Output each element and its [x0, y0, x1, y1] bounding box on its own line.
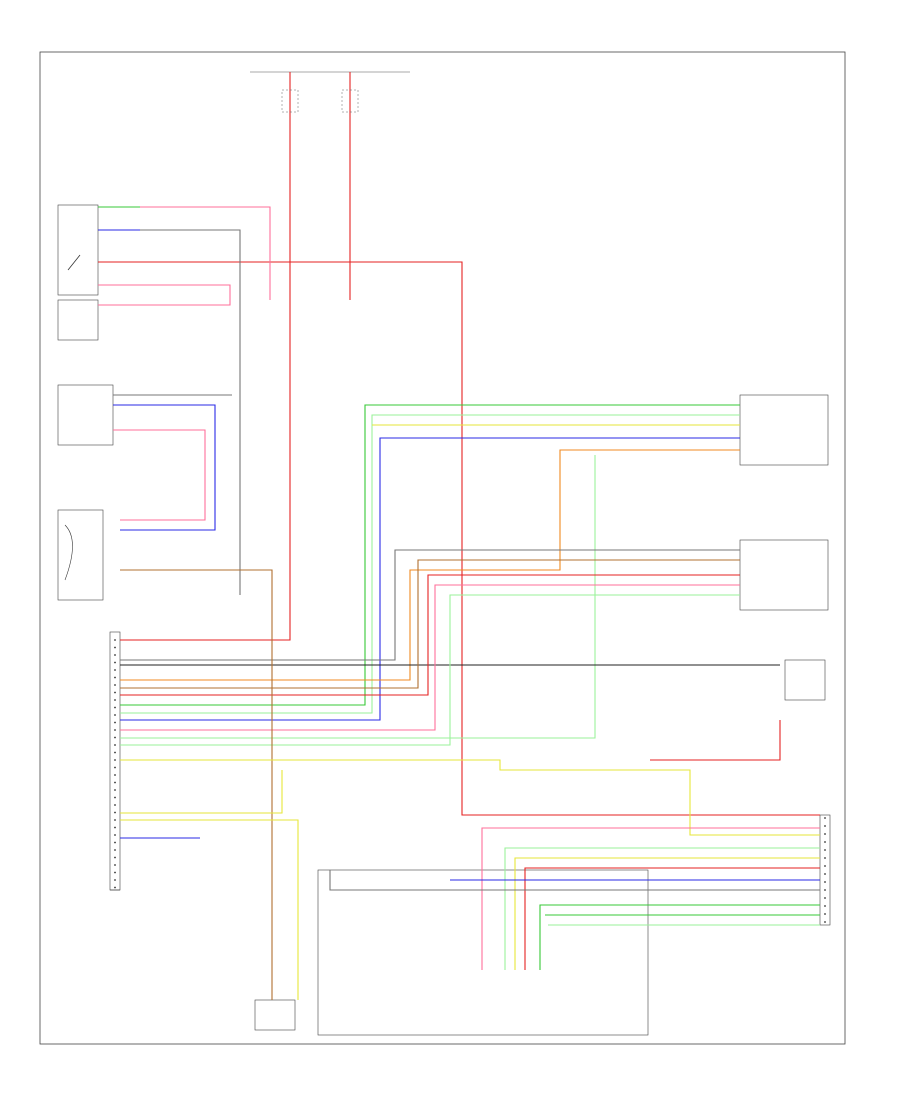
connector-pin-15	[114, 751, 116, 754]
connector-pin-32	[114, 879, 116, 881]
wire-31	[524, 867, 820, 970]
wire-23	[120, 569, 273, 1000]
diagram-frame	[39, 51, 846, 1045]
connector-pin-28	[114, 849, 116, 851]
connector-pin-6	[114, 684, 116, 686]
wire-27	[650, 720, 781, 761]
connector-pin-4	[114, 669, 116, 671]
connector-pin-3	[114, 661, 116, 664]
component-right-mid	[739, 539, 829, 611]
connector-pin-0	[114, 639, 116, 641]
connector-pin-21	[114, 796, 116, 799]
right-pin-13	[824, 921, 826, 923]
wire-20	[120, 574, 740, 696]
wire-28	[481, 827, 820, 970]
component-right-top	[739, 394, 829, 466]
wire-12	[120, 414, 740, 714]
component-right-sensor	[784, 659, 826, 701]
right-pin-0	[824, 817, 826, 819]
connector-pin-1	[114, 646, 116, 649]
wire-34	[329, 870, 820, 891]
wire-26	[120, 770, 283, 814]
wire-group	[98, 135, 820, 1000]
wire-15	[120, 449, 740, 681]
connector-pin-17	[114, 766, 116, 769]
connector-pin-30	[114, 864, 116, 866]
connector-pin-16	[114, 759, 116, 761]
connector-pin-2	[114, 654, 116, 656]
connector-pin-14	[114, 744, 116, 746]
connector-pin-8	[114, 699, 116, 701]
wire-21	[120, 584, 740, 731]
wire-14	[120, 437, 740, 721]
wire-8	[113, 404, 216, 531]
connector-pin-22	[114, 804, 116, 806]
connector-pin-7	[114, 691, 116, 694]
wire-30	[514, 857, 820, 970]
wire-19	[120, 559, 740, 689]
connector-right-lower	[819, 814, 831, 926]
wire-0	[120, 135, 291, 641]
connector-pin-25	[114, 826, 116, 829]
fuse-block	[250, 71, 410, 135]
right-pin-3	[824, 841, 826, 843]
right-pin-9	[824, 889, 826, 891]
relay-mid-left	[57, 384, 114, 446]
connector-pin-19	[114, 781, 116, 784]
connector-pin-9	[114, 706, 116, 709]
switch-lower-left	[57, 509, 104, 601]
wire-9	[113, 429, 206, 521]
connector-pin-20	[114, 789, 116, 791]
right-pin-5	[824, 857, 826, 859]
wire-3	[98, 206, 271, 300]
right-pin-4	[824, 849, 826, 851]
wire-11	[120, 404, 740, 706]
connector-pin-5	[114, 676, 116, 679]
right-pin-11	[824, 905, 826, 907]
wire-5	[98, 229, 241, 595]
right-pin-2	[824, 833, 826, 835]
wire-4	[98, 284, 231, 306]
connector-pin-27	[114, 841, 116, 844]
bottom-module	[254, 869, 649, 1036]
main-connector	[109, 631, 121, 891]
connector-pin-24	[114, 819, 116, 821]
connector-pin-29	[114, 856, 116, 859]
right-pin-10	[824, 897, 826, 899]
right-pin-8	[824, 881, 826, 883]
right-pin-7	[824, 873, 826, 875]
wire-24	[120, 759, 820, 836]
wire-29	[504, 847, 820, 970]
connector-pin-23	[114, 811, 116, 814]
connector-pin-11	[114, 721, 116, 724]
wire-35	[539, 904, 820, 970]
wire-25	[120, 819, 299, 1000]
wire-2	[98, 261, 820, 816]
connector-pin-12	[114, 729, 116, 731]
connector-pin-31	[114, 871, 116, 874]
wire-22	[120, 594, 740, 746]
right-pin-6	[824, 865, 826, 867]
right-pin-12	[824, 913, 826, 915]
connector-pin-10	[114, 714, 116, 716]
right-pin-1	[824, 825, 826, 827]
switch-upper-left	[57, 204, 99, 341]
connector-pin-18	[114, 774, 116, 776]
wire-16	[120, 455, 596, 739]
wire-17	[120, 549, 740, 661]
connector-pin-26	[114, 834, 116, 836]
connector-pin-13	[114, 736, 116, 739]
pin-group	[114, 639, 826, 923]
connector-pin-33	[114, 886, 116, 889]
